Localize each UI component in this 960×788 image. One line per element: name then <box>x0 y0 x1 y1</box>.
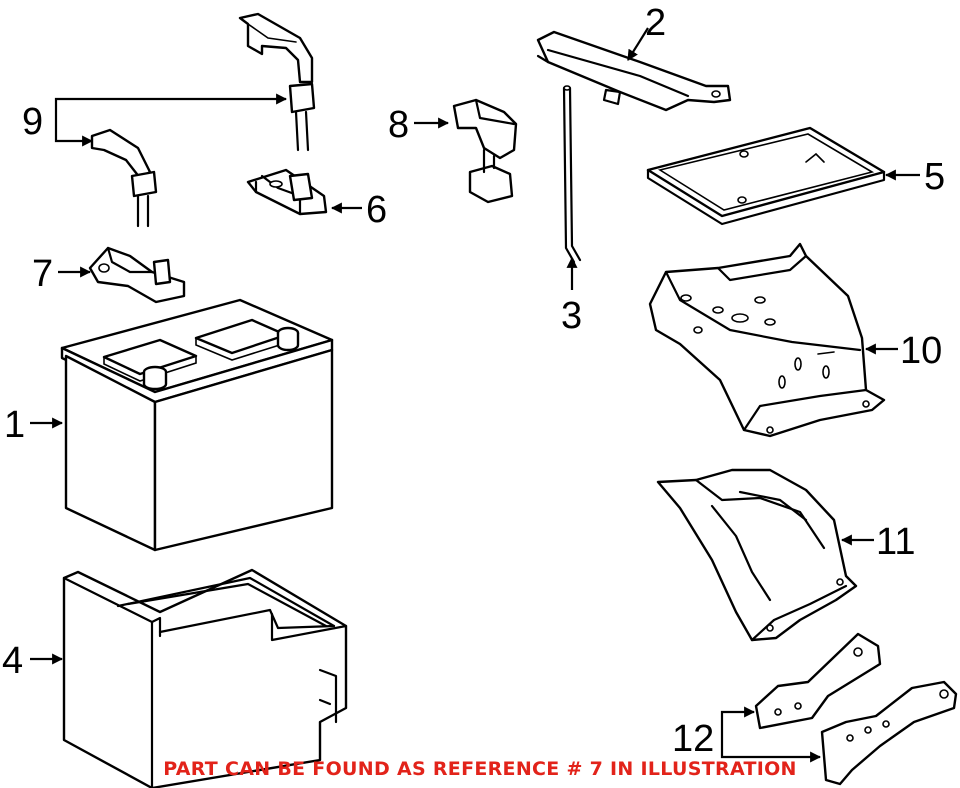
callout-2[interactable]: 2 <box>645 2 666 44</box>
callout-4[interactable]: 4 <box>2 640 23 682</box>
battery-part-1[interactable] <box>60 298 334 552</box>
fuse-terminal-part-8[interactable] <box>452 98 518 204</box>
callout-7[interactable]: 7 <box>32 253 53 295</box>
reference-note: PART CAN BE FOUND AS REFERENCE # 7 IN IL… <box>163 758 797 780</box>
callout-10[interactable]: 10 <box>900 330 942 372</box>
battery-box-part-4[interactable] <box>62 568 348 788</box>
callout-1[interactable]: 1 <box>4 404 25 446</box>
cable-harness-part-9[interactable] <box>90 12 316 228</box>
leader-9a <box>54 93 288 120</box>
callout-9[interactable]: 9 <box>22 101 43 143</box>
callout-12[interactable]: 12 <box>672 718 714 760</box>
leader-2 <box>627 27 649 61</box>
terminal-connector-part-7[interactable] <box>88 246 186 304</box>
callout-6[interactable]: 6 <box>366 189 387 231</box>
callout-8[interactable]: 8 <box>388 104 409 146</box>
leader-lines <box>30 27 920 763</box>
tray-plate-part-5[interactable] <box>646 126 886 226</box>
leader-12a <box>720 706 756 737</box>
leader-12b <box>720 737 822 763</box>
callout-11[interactable]: 11 <box>876 521 915 563</box>
callout-3[interactable]: 3 <box>561 295 582 337</box>
callout-numbers: 1 2 3 4 5 6 7 8 9 10 11 12 <box>2 2 945 760</box>
terminal-clamp-part-6[interactable] <box>246 168 328 216</box>
hold-down-bracket-part-2[interactable] <box>536 30 732 112</box>
callout-5[interactable]: 5 <box>924 156 945 198</box>
hold-down-rod-part-3[interactable] <box>562 85 582 264</box>
leader-9b <box>54 120 94 147</box>
support-bracket-part-11[interactable] <box>656 468 858 642</box>
plate-part-12[interactable] <box>754 632 958 786</box>
battery-carrier-part-10[interactable] <box>648 242 886 438</box>
